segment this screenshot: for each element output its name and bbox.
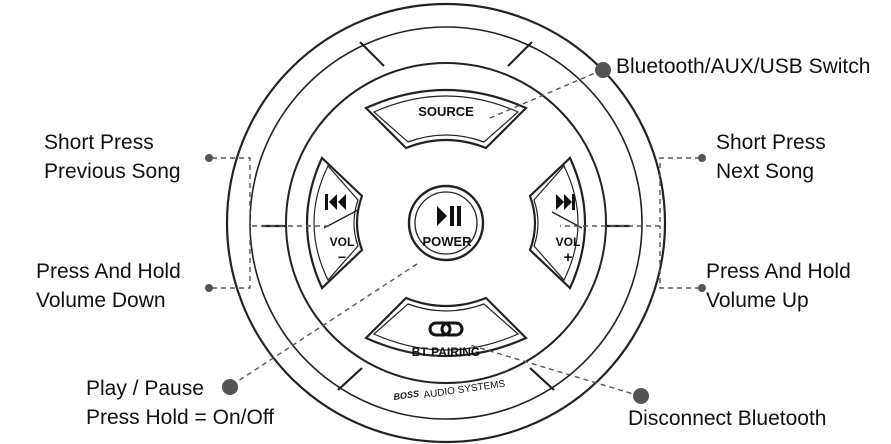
callout-prev-line1: Short Press bbox=[44, 131, 154, 154]
callout-disconnect: Disconnect Bluetooth bbox=[628, 404, 826, 433]
callout-previous-song: Short Press Previous Song bbox=[44, 128, 181, 186]
callout-next-song: Short Press Next Song bbox=[716, 128, 826, 186]
callout-leaders bbox=[212, 69, 700, 397]
callout-vol-up-line1: Press And Hold bbox=[706, 260, 851, 283]
callout-vol-up-line2: Volume Up bbox=[706, 289, 809, 312]
source-button-label: SOURCE bbox=[418, 104, 474, 119]
callout-play-pause: Play / Pause Press Hold = On/Off bbox=[86, 374, 274, 432]
brand-logo: BOSS bbox=[393, 389, 420, 402]
callout-vol-down-line1: Press And Hold bbox=[36, 260, 181, 283]
power-label: POWER bbox=[422, 234, 472, 249]
callout-play-line2: Press Hold = On/Off bbox=[86, 406, 275, 429]
bt-pairing-button[interactable]: BT PAIRING bbox=[364, 296, 528, 359]
controller-housing bbox=[225, 2, 667, 444]
callout-prev-line2: Previous Song bbox=[44, 160, 181, 183]
callout-volume-down: Press And Hold Volume Down bbox=[36, 257, 181, 315]
power-play-button[interactable]: POWER bbox=[407, 184, 485, 262]
link-icon bbox=[428, 321, 464, 337]
previous-track-icon bbox=[325, 194, 346, 210]
bt-pairing-label: BT PAIRING bbox=[412, 345, 480, 359]
callout-source-text: Bluetooth/AUX/USB Switch bbox=[616, 55, 871, 78]
callout-next-line2: Next Song bbox=[716, 160, 815, 183]
callout-next-line1: Short Press bbox=[716, 131, 826, 154]
callout-source: Bluetooth/AUX/USB Switch bbox=[616, 52, 870, 81]
callout-vol-down-line2: Volume Down bbox=[36, 289, 166, 312]
vol-up-label: VOL bbox=[556, 235, 581, 249]
vol-up-sign: + bbox=[564, 249, 573, 266]
vol-down-label: VOL bbox=[330, 235, 355, 249]
next-track-icon bbox=[556, 194, 575, 210]
next-vol-up-button[interactable]: VOL + bbox=[528, 156, 587, 290]
prev-vol-divider bbox=[323, 209, 359, 229]
play-pause-icon bbox=[437, 206, 461, 226]
callout-disconnect-text: Disconnect Bluetooth bbox=[628, 407, 827, 430]
vol-down-sign: − bbox=[338, 249, 346, 265]
callout-dots bbox=[205, 62, 706, 404]
callout-play-line1: Play / Pause bbox=[86, 377, 204, 400]
callout-volume-up: Press And Hold Volume Up bbox=[706, 257, 851, 315]
prev-vol-down-button[interactable]: VOL − bbox=[305, 156, 364, 290]
source-button[interactable]: SOURCE bbox=[364, 88, 528, 150]
